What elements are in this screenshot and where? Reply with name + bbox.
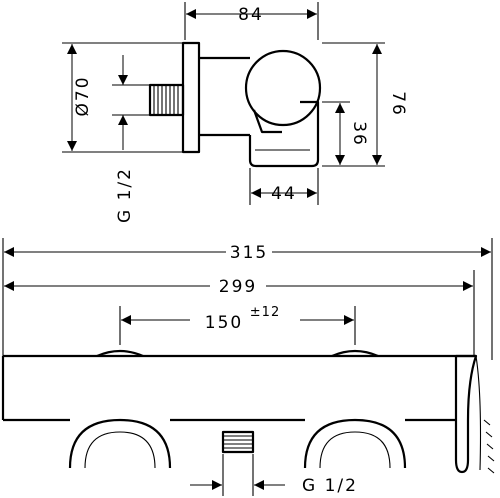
- rosette-left-inner: [84, 431, 156, 469]
- dim-total-label: 315: [230, 243, 268, 263]
- bottom-outlet: [221, 430, 255, 454]
- dim-thread-label: G 1/2: [115, 167, 135, 223]
- dim-height-label: 76: [388, 91, 408, 117]
- thread-hatching: [153, 85, 179, 115]
- lever-handle-edge: [475, 355, 482, 471]
- handle-neck: [252, 109, 282, 134]
- shower-outlet: [248, 100, 320, 168]
- front-view: 315 299 150 ±12: [1, 238, 495, 496]
- rosette-left: [68, 418, 172, 469]
- dim-centers-label: 150: [205, 313, 243, 333]
- dim-body-label: 299: [219, 277, 257, 297]
- rosette-right-inner: [319, 431, 391, 469]
- connector-arc-right: [331, 349, 379, 358]
- connector-arc-left: [96, 349, 144, 358]
- mixer-body: [199, 56, 250, 137]
- dim-outlet-depth-label: 44: [271, 184, 297, 204]
- outlet-thread-hatching: [223, 435, 253, 449]
- lever-handle: [454, 354, 478, 474]
- dim-outlet-thread-label: G 1/2: [302, 476, 358, 496]
- handle-knob: [244, 49, 322, 127]
- side-view: 84 Ø70 G 1/2: [62, 2, 408, 223]
- dim-width-label: 84: [238, 5, 264, 25]
- rosette-right: [303, 418, 407, 469]
- wall-rosette: [181, 41, 201, 154]
- dim-diameter-label: Ø70: [73, 75, 93, 116]
- lever-hatch: [483, 419, 495, 474]
- dim-tolerance-label: ±12: [250, 305, 280, 320]
- dim-outlet-height-label: 36: [349, 121, 369, 147]
